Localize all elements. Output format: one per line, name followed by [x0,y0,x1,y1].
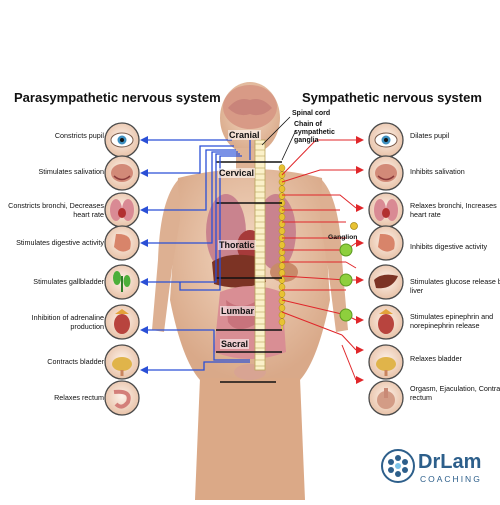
chain-ganglion-bead [278,255,286,263]
left-effect-label: Stimulates salivation [38,167,104,176]
logo-subtitle-text: COACHING [420,474,482,484]
region-label-lumbar: Lumbar [220,306,256,316]
left-effect-label: Constricts pupil [54,131,104,140]
left-effect-label: Contracts bladder [47,357,104,366]
right-effect-label: Stimulates glucose release by liver [410,277,500,295]
region-label-cranial: Cranial [228,130,261,140]
chain-ganglion-bead [278,164,286,172]
bladder-icon [104,344,140,380]
sympathetic-pathways [281,139,357,381]
gallbladder-icon [104,264,140,300]
left-effect-label: Stimulates digestive activity [16,238,104,247]
ganglia [339,222,358,322]
drlam-logo-mark [381,449,415,483]
rectum-icon [104,380,140,416]
stomach-icon [104,225,140,261]
parasympathetic-title: Parasympathetic nervous system [14,90,221,105]
annotation-pointers [261,116,297,161]
logo-brand-text: DrLam [418,451,482,473]
salivary-gland-icon [104,155,140,191]
chain-ganglion-bead [278,290,286,298]
eye-icon [368,122,404,158]
lungs-heart-icon [368,192,404,228]
spinal-cord-label: Spinal cord [292,110,331,117]
chain-ganglion-bead [278,227,286,235]
sympathetic-title: Sympathetic nervous system [302,90,482,105]
ganglion-node [339,308,353,322]
eye-icon [104,122,140,158]
right-effect-label: Stimulates epinephrin and norepinephrin … [410,312,494,330]
chain-ganglion-bead [278,269,286,277]
chain-ganglion-bead [278,241,286,249]
parasympathetic-arrowheads [140,136,148,374]
right-effect-label: Inhibits salivation [410,167,465,176]
region-label-cervical: Cervical [218,168,256,178]
liver-icon [368,264,404,300]
adrenal-kidney-icon [368,304,404,340]
right-effect-label: Orgasm, Ejaculation, Contracts rectum [410,384,500,402]
chain-ganglion-bead [278,192,286,200]
region-dividers [216,161,282,383]
chain-ganglion-bead [278,185,286,193]
sympathetic-chain-label: Chain of sympathetic ganglia [294,121,335,144]
right-effect-label: Relaxes bronchi, Increases heart rate [410,201,497,219]
stomach-icon [368,225,404,261]
chain-ganglion-bead [278,304,286,312]
sympathetic-chain [278,164,286,330]
right-effect-label: Dilates pupil [410,131,450,140]
ganglion-label: Ganglion [328,234,358,241]
right-effect-label: Inhibits digestive activity [410,242,488,251]
salivary-gland-icon [368,155,404,191]
ganglion-node [339,273,353,287]
region-label-sacral: Sacral [220,339,250,349]
sympathetic-arrowheads [356,136,364,384]
ganglion-node-small [350,222,358,230]
chain-ganglion-bead [278,283,286,291]
genitals-icon [368,380,404,416]
ganglion-node [339,243,353,257]
region-label-thoratic: Thoratic [218,240,256,250]
left-effect-label: Constricts bronchi, Decreases heart rate [8,201,104,219]
left-effect-label: Relaxes rectum [54,393,104,402]
parasympathetic-pathways [148,139,251,371]
lungs-heart-icon [104,192,140,228]
chain-ganglion-bead [278,213,286,221]
adrenal-kidney-icon [104,304,140,340]
left-effect-label: Stimulates gallbladder [33,277,104,286]
spinal-cord [254,139,266,371]
left-effect-label: Inhibition of adrenaline production [31,313,104,331]
chain-ganglion-bead [278,318,286,326]
bladder-icon [368,344,404,380]
right-effect-label: Relaxes bladder [410,354,462,363]
chain-ganglion-bead [278,262,286,270]
